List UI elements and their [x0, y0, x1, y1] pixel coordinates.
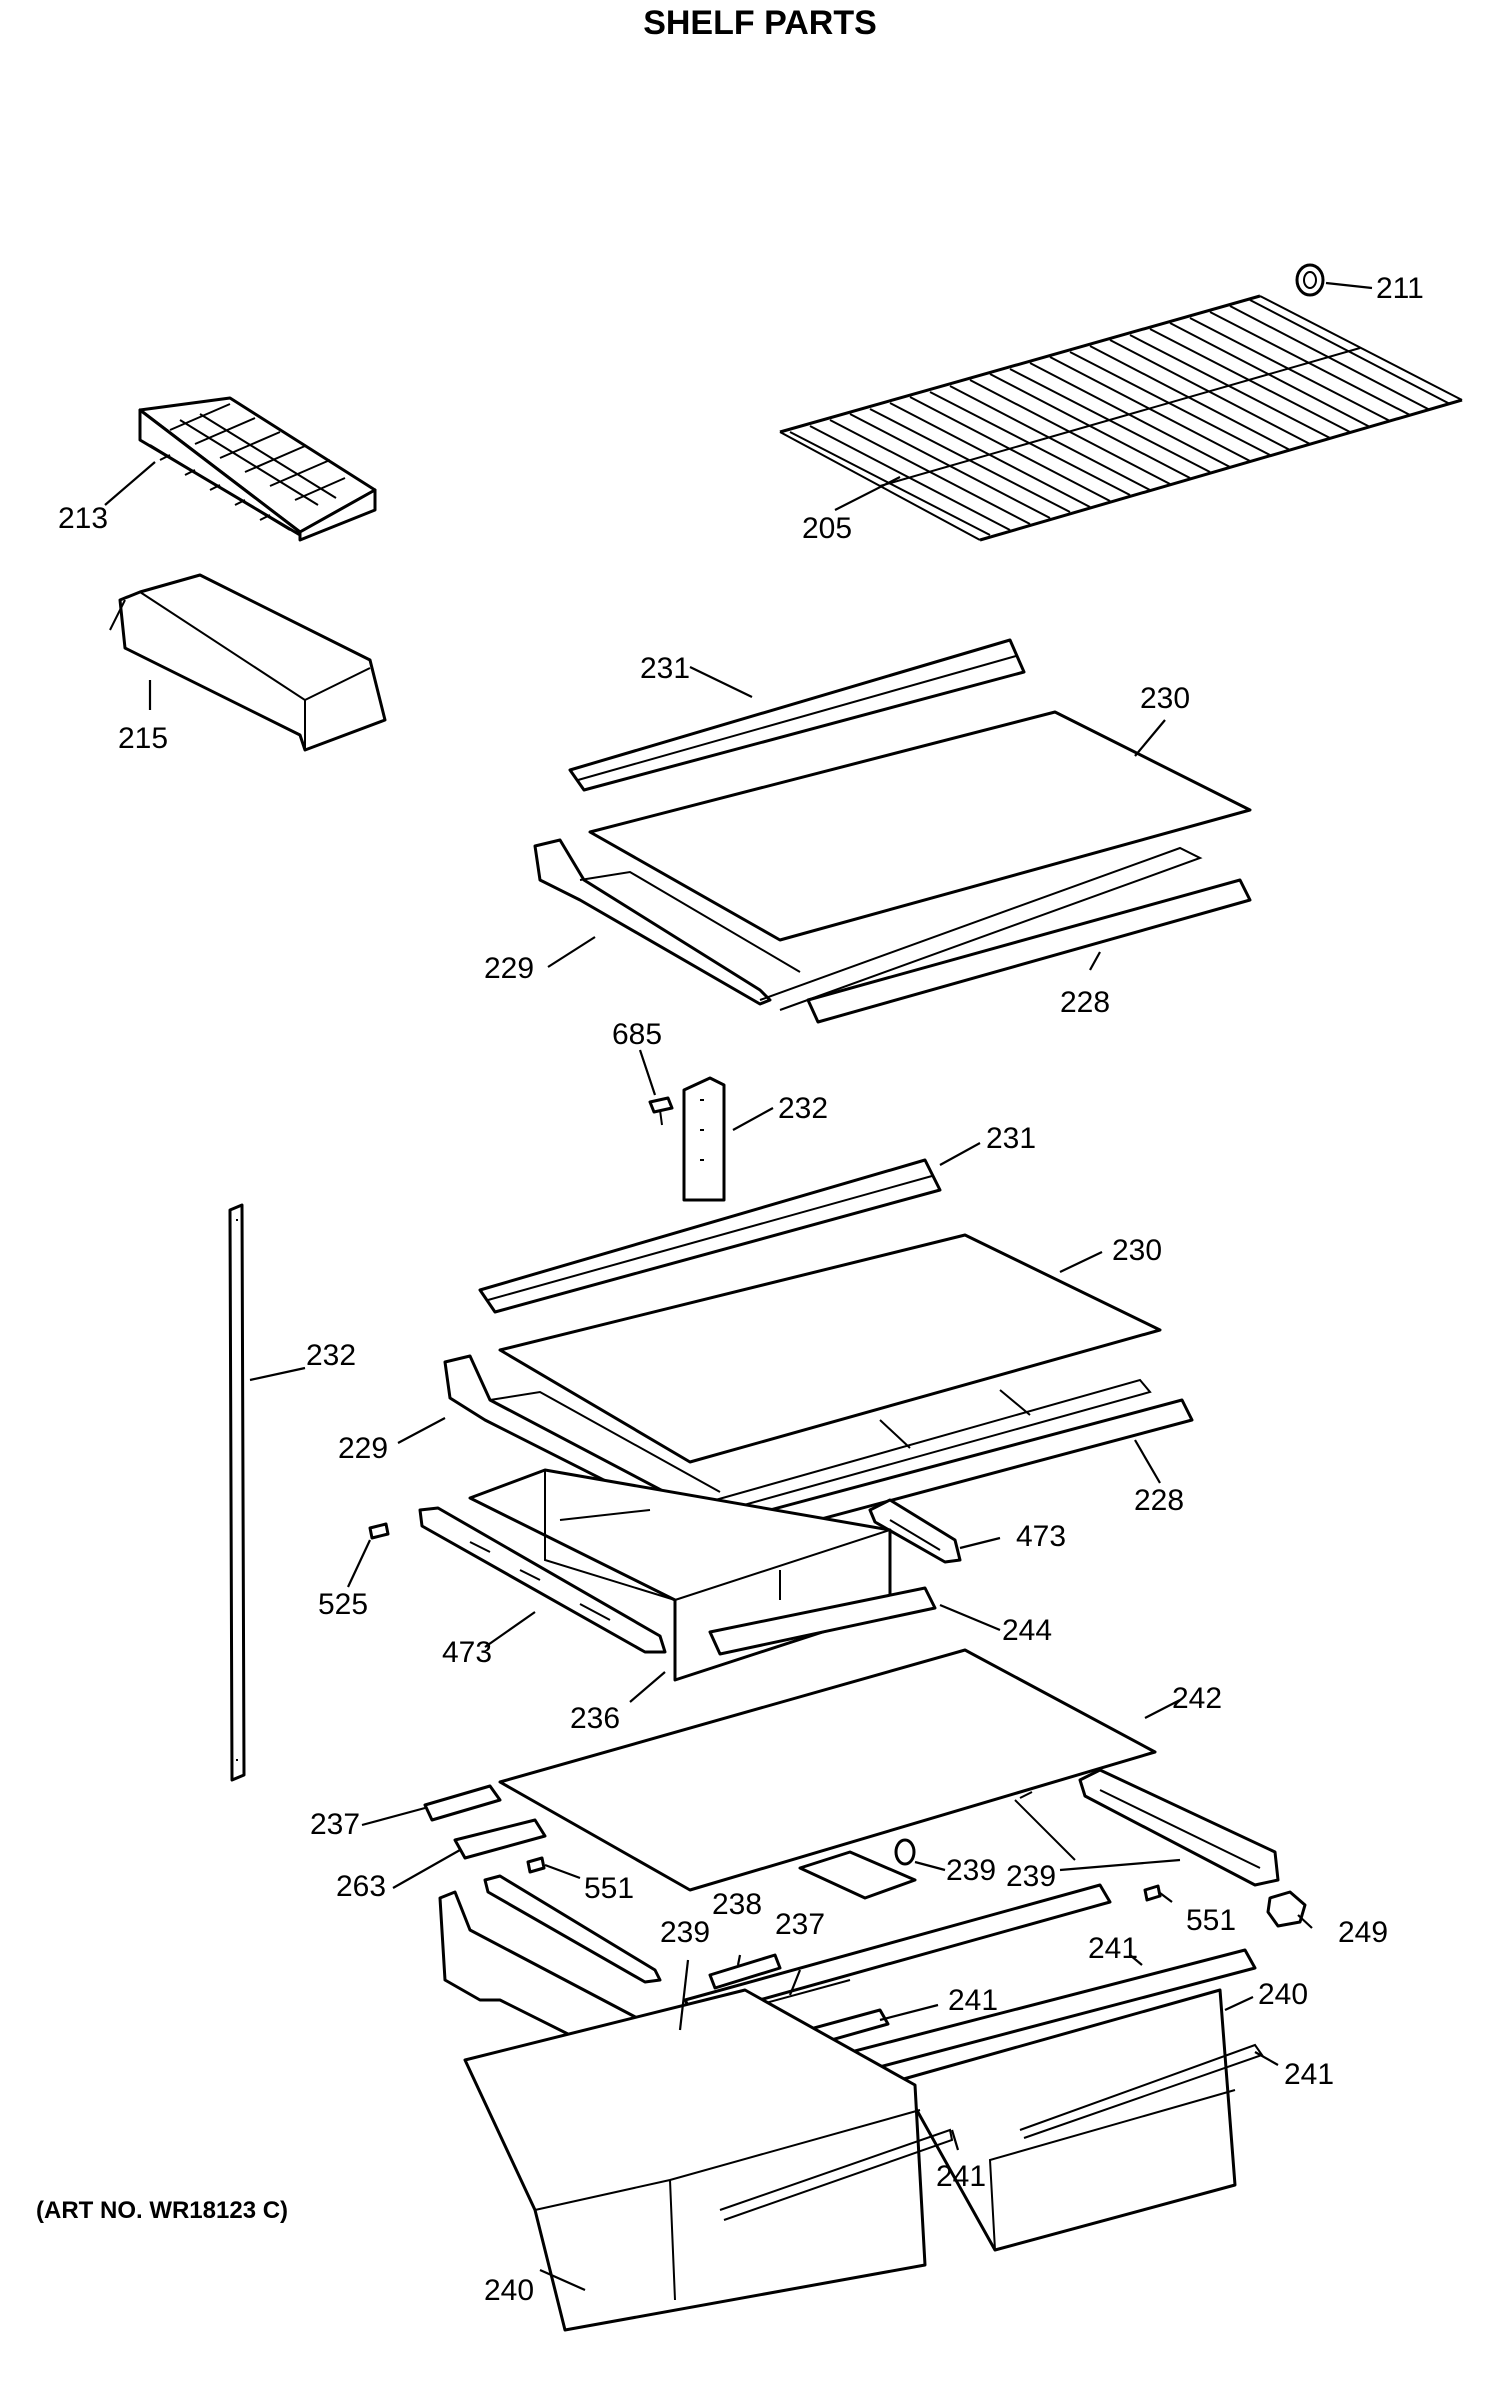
callout-241-right-top: 241 — [1088, 1932, 1138, 1965]
callout-551-right: 551 — [1186, 1904, 1236, 1937]
callout-685: 685 — [612, 1018, 662, 1051]
callout-244: 244 — [1002, 1614, 1052, 1647]
part-232-long-rail — [228, 1203, 246, 1782]
callout-242: 242 — [1172, 1682, 1222, 1715]
callout-232-long: 232 — [306, 1339, 356, 1372]
callout-213: 213 — [58, 502, 108, 535]
leader-lines — [104, 281, 1373, 2292]
callout-263: 263 — [336, 1870, 386, 1903]
callout-231-middle: 231 — [986, 1122, 1036, 1155]
part-205-wire-shelf — [779, 294, 1463, 542]
part-213-ice-tray — [138, 396, 377, 542]
part-230-middle-glass — [498, 1233, 1162, 1464]
part-211-cap — [1295, 263, 1325, 297]
part-231-middle-trim — [478, 1158, 942, 1314]
callout-525: 525 — [318, 1588, 368, 1621]
callout-241-center: 241 — [948, 1984, 998, 2017]
callout-236: 236 — [570, 1702, 620, 1735]
callout-228-upper: 228 — [1060, 986, 1110, 1019]
part-525-screw — [368, 1522, 390, 1540]
part-right-crisper-rail — [1014, 1768, 1280, 1887]
callout-211: 211 — [1376, 272, 1424, 305]
part-229-upper-frame — [533, 838, 1203, 1011]
part-551-left-screw — [526, 1856, 546, 1874]
callout-240-right: 240 — [1258, 1978, 1308, 2011]
part-231-upper-trim — [568, 638, 1026, 792]
callout-232-short: 232 — [778, 1092, 828, 1125]
part-242-crisper-glass — [498, 1648, 1157, 1892]
callout-241-bottom: 241 — [936, 2160, 986, 2193]
callout-230-upper: 230 — [1140, 682, 1190, 715]
callout-230-middle: 230 — [1112, 1234, 1162, 1267]
diagram-title: SHELF PARTS — [643, 4, 877, 42]
part-228-upper-front-trim — [806, 878, 1252, 1024]
part-232-short-rail — [682, 1076, 726, 1202]
part-239-center-bracket — [798, 1838, 917, 1900]
callout-229-middle: 229 — [338, 1432, 388, 1465]
callout-238: 238 — [712, 1888, 762, 1921]
callout-249: 249 — [1338, 1916, 1388, 1949]
callout-231-upper: 231 — [640, 652, 690, 685]
part-230-upper-glass — [588, 710, 1252, 942]
callout-228-middle: 228 — [1134, 1484, 1184, 1517]
part-685-screw — [648, 1096, 674, 1126]
part-473-right-slide — [868, 1498, 962, 1564]
callout-205: 205 — [802, 512, 852, 545]
art-number: (ART NO. WR18123 C) — [36, 2197, 288, 2224]
part-215-door-bin — [109, 573, 387, 752]
callout-239-right: 239 — [1006, 1860, 1056, 1893]
part-551-right-screw — [1143, 1884, 1162, 1902]
callout-237-left: 237 — [310, 1808, 360, 1841]
callout-237-front: 237 — [775, 1908, 825, 1941]
part-237-left-support — [423, 1784, 502, 1822]
callout-473-right: 473 — [1016, 1520, 1066, 1553]
callout-240-left: 240 — [484, 2274, 534, 2307]
callout-551-left: 551 — [584, 1872, 634, 1905]
part-238-label-insert — [708, 1953, 782, 1990]
callout-473-left: 473 — [442, 1636, 492, 1669]
part-263-support — [453, 1818, 547, 1860]
callout-241-far-right: 241 — [1284, 2058, 1334, 2091]
part-249-clip — [1266, 1890, 1307, 1928]
callout-229-upper: 229 — [484, 952, 534, 985]
callout-239-center: 239 — [946, 1854, 996, 1887]
part-473-left-slide — [418, 1506, 667, 1654]
part-240-left-crisper-drawer — [463, 1988, 954, 2332]
callout-239-left: 239 — [660, 1916, 710, 1949]
callout-215: 215 — [118, 722, 168, 755]
part-244-drawer-trim — [708, 1586, 937, 1656]
